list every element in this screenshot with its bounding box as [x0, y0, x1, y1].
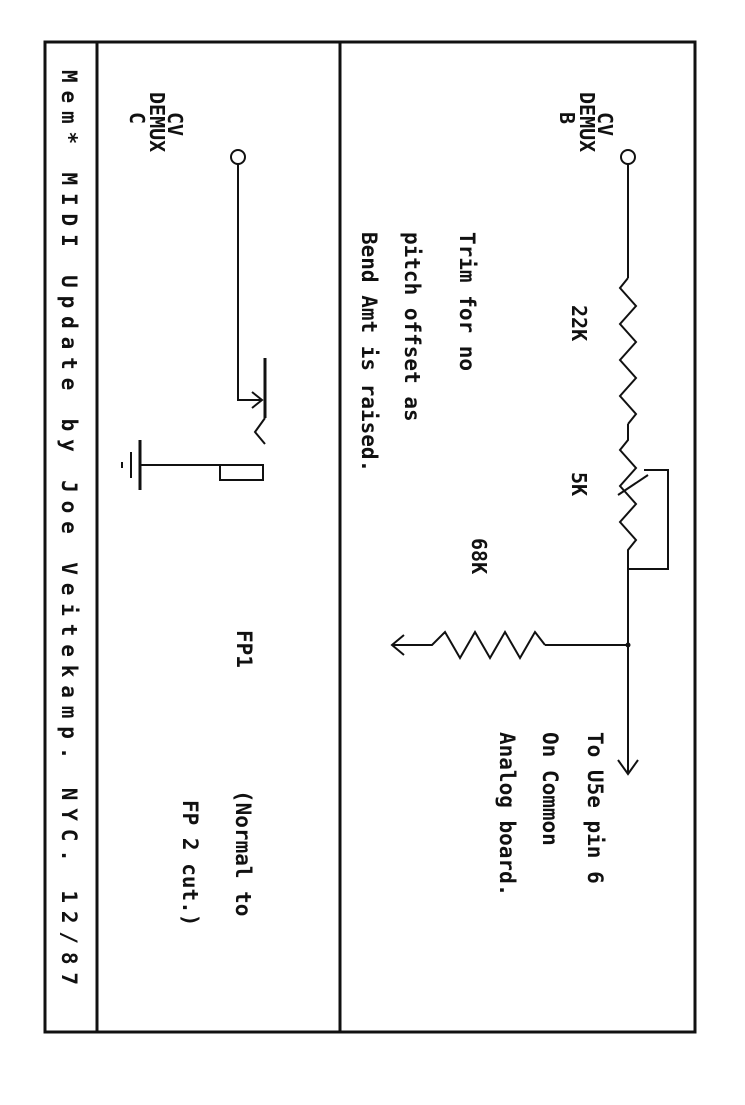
output-note-line-2: On Common — [538, 732, 562, 846]
svg-text:DEMUX: DEMUX — [575, 92, 599, 152]
wire — [237, 164, 262, 401]
switch-contact-arrow — [251, 391, 264, 409]
trim-note-line-1: Trim for no — [455, 232, 479, 371]
cv-demux-c-label: CV DEMUX C — [125, 92, 187, 152]
jack-note-line-1: (Normal to — [231, 790, 255, 916]
svg-text:DEMUX: DEMUX — [145, 92, 169, 152]
jack-tip-contact — [253, 417, 266, 445]
resistor-22k — [618, 277, 638, 425]
output-arrow-icon — [617, 759, 639, 776]
svg-text:B: B — [555, 112, 579, 124]
title-text: Mem* MIDI Update by Joe Veitekamp. NYC. … — [57, 70, 81, 985]
jack-label: FP1 — [232, 630, 256, 668]
svg-text:C: C — [125, 112, 149, 124]
input-terminal-b — [620, 149, 636, 165]
top-circuit: CV DEMUX B 22K 5K 68K Trim for no pitch … — [357, 92, 669, 896]
r1-label: 22K — [567, 305, 591, 341]
trim-note-line-2: pitch offset as — [400, 232, 424, 422]
output-note-line-3: Analog board. — [495, 732, 519, 896]
trim-note-line-3: Bend Amt is raised. — [357, 232, 381, 472]
bottom-circuit: CV DEMUX C FP1 (Normal to FP 2 cut.) — [121, 92, 267, 926]
cv-demux-b-label: CV DEMUX B — [555, 92, 617, 152]
pot-label: 5K — [567, 472, 591, 496]
ground-icon — [121, 440, 142, 490]
output-note-line-1: To U5e pin 6 — [583, 732, 607, 884]
jack-sleeve — [219, 464, 264, 481]
junction-dot — [625, 642, 631, 648]
svg-text:CV: CV — [593, 112, 617, 136]
trimpot-5k — [618, 424, 638, 570]
pot-arrow — [617, 474, 649, 496]
left-arrow-icon — [390, 634, 405, 656]
svg-text:CV: CV — [163, 112, 187, 136]
outer-frame — [43, 40, 697, 1034]
resistor-68k — [392, 629, 546, 661]
jack-note-line-2: FP 2 cut.) — [178, 800, 202, 926]
r2-label: 68K — [467, 538, 491, 574]
input-terminal-c — [230, 149, 246, 165]
trimpot-wiper — [628, 469, 669, 570]
